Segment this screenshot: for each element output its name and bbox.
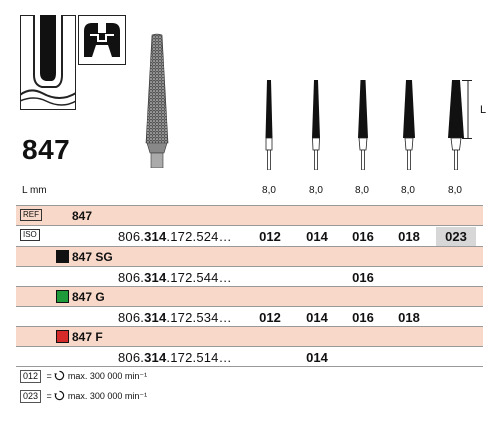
footnote-equals: = bbox=[46, 371, 52, 381]
footnote-equals: = bbox=[46, 391, 52, 401]
footnote-speed-023: 023 = max. 300 000 min⁻¹ bbox=[20, 390, 147, 403]
bur-silhouette-016 bbox=[358, 80, 368, 170]
ref-value: 847 bbox=[72, 209, 93, 223]
g-size-018: 018 bbox=[398, 310, 420, 325]
g-code: 806.314.172.534… bbox=[118, 310, 232, 325]
footnote-size-badge: 023 bbox=[20, 390, 42, 403]
iso-row: ISO 806.314.172.524… 012 014 016 018 023 bbox=[16, 225, 483, 246]
footnote-speed-text: max. 300 000 min⁻¹ bbox=[67, 391, 148, 401]
length-unit-label: L mm bbox=[22, 185, 47, 196]
length-value-1: 8,0 bbox=[262, 185, 276, 196]
iso-size-023: 023 bbox=[436, 227, 476, 246]
f-code: 806.314.172.514… bbox=[118, 350, 232, 365]
length-dimension-marker bbox=[462, 80, 472, 139]
g-color-swatch bbox=[56, 290, 69, 303]
length-value-5: 8,0 bbox=[448, 185, 462, 196]
sg-header-row: 847 SG bbox=[16, 246, 483, 266]
g-code-row: 806.314.172.534… 012 014 016 018 bbox=[16, 306, 483, 326]
iso-badge: ISO bbox=[20, 229, 40, 241]
g-header-row: 847 G bbox=[16, 286, 483, 306]
g-label: 847 G bbox=[72, 290, 105, 304]
product-model: 847 bbox=[22, 134, 71, 165]
f-header-row: 847 F bbox=[16, 326, 483, 346]
iso-size-014: 014 bbox=[306, 229, 328, 244]
g-size-014: 014 bbox=[306, 310, 328, 325]
g-size-012: 012 bbox=[259, 310, 281, 325]
iso-size-018: 018 bbox=[398, 229, 420, 244]
f-label: 847 F bbox=[72, 330, 103, 344]
sg-size-016: 016 bbox=[352, 270, 374, 285]
sg-color-swatch bbox=[56, 250, 69, 263]
ref-badge: REF bbox=[20, 209, 42, 221]
ref-row: REF 847 bbox=[16, 205, 483, 225]
crown-preparation-icon bbox=[78, 15, 126, 65]
dimension-label: L bbox=[480, 104, 487, 116]
length-value-2: 8,0 bbox=[309, 185, 323, 196]
length-value-4: 8,0 bbox=[401, 185, 415, 196]
footnote-size-badge: 012 bbox=[20, 370, 42, 383]
rotation-icon bbox=[54, 370, 65, 381]
bur-silhouette-023 bbox=[448, 80, 464, 170]
bur-in-tooth-illustration bbox=[20, 15, 76, 110]
g-size-016: 016 bbox=[352, 310, 374, 325]
footnote-speed-text: max. 300 000 min⁻¹ bbox=[67, 371, 148, 381]
iso-code: 806.314.172.524… bbox=[118, 229, 232, 244]
sg-label: 847 SG bbox=[72, 250, 113, 264]
sg-code-row: 806.314.172.544… 016 bbox=[16, 266, 483, 286]
iso-size-016: 016 bbox=[352, 229, 374, 244]
rotation-icon bbox=[54, 390, 65, 401]
footnote-speed-012: 012 = max. 300 000 min⁻¹ bbox=[20, 370, 147, 383]
length-value-3: 8,0 bbox=[355, 185, 369, 196]
diamond-bur-illustration bbox=[145, 33, 169, 168]
f-code-row: 806.314.172.514… 014 bbox=[16, 346, 483, 367]
f-color-swatch bbox=[56, 330, 69, 343]
f-size-014: 014 bbox=[306, 350, 328, 365]
bur-silhouette-012 bbox=[265, 80, 273, 170]
iso-size-012: 012 bbox=[259, 229, 281, 244]
bur-silhouette-014 bbox=[312, 80, 320, 170]
bur-silhouette-018 bbox=[403, 80, 415, 170]
sg-code: 806.314.172.544… bbox=[118, 270, 232, 285]
